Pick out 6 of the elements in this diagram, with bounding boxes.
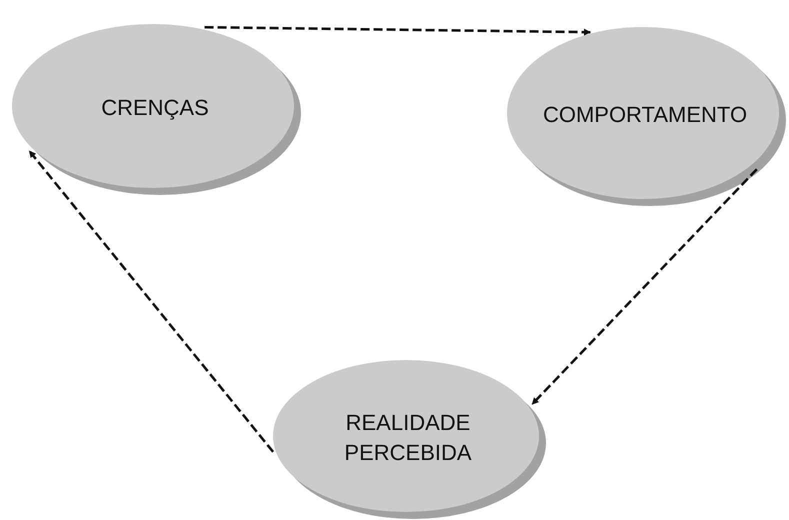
dashed-arrow [531,168,758,406]
dashed-arrow [204,26,591,36]
node-label: COMPORTAMENTO [542,101,748,130]
node-label: CRENÇAS [101,94,209,122]
node-label: REALIDADE PERCEBIDA [343,409,473,467]
dashed-arrow [28,150,274,453]
